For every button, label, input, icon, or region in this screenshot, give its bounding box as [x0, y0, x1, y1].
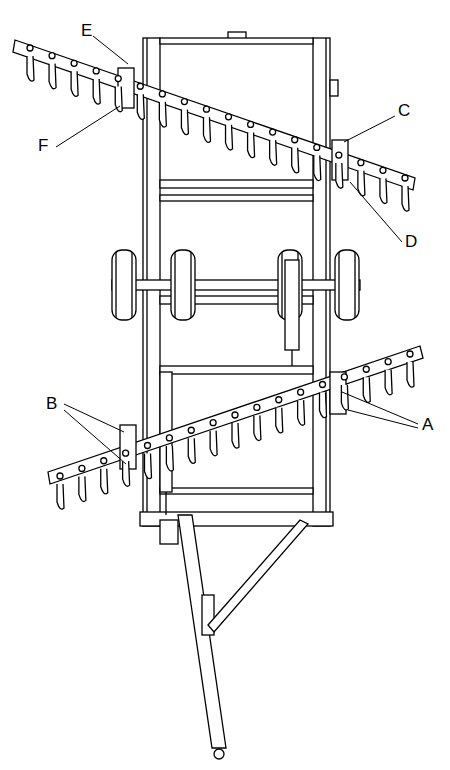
tine	[341, 385, 348, 410]
tine	[298, 400, 305, 425]
tine-coil	[232, 412, 238, 418]
tine-coil	[188, 427, 194, 433]
tine-coil	[407, 351, 413, 357]
tine-coil	[385, 359, 391, 365]
tine	[270, 140, 277, 165]
tine-coil	[93, 68, 99, 74]
tine-coil	[292, 137, 298, 143]
callout-letter: D	[404, 233, 418, 250]
tine	[79, 476, 86, 501]
tine-coil	[71, 60, 77, 66]
tine-coil	[358, 160, 364, 166]
tine-coil	[49, 53, 55, 59]
tine-coil	[402, 175, 408, 181]
tine-coil	[181, 99, 187, 105]
tine-coil	[57, 473, 63, 479]
tine	[49, 64, 56, 89]
tine-coil	[166, 435, 172, 441]
tine-coil	[115, 76, 121, 82]
callout-letter: F	[37, 137, 49, 154]
callout-letter: A	[421, 416, 434, 433]
tine	[254, 415, 261, 440]
tine-coil	[27, 45, 33, 51]
tine-coil	[159, 91, 165, 97]
tine-coil	[336, 152, 342, 158]
tine-coil	[320, 382, 326, 388]
tine	[123, 461, 130, 486]
tine-coil	[254, 404, 260, 410]
tine-coil	[137, 83, 143, 89]
tine	[210, 431, 217, 456]
tine-coil	[380, 167, 386, 173]
tine	[226, 125, 233, 150]
tine	[27, 56, 34, 81]
tine	[101, 469, 108, 494]
tine	[166, 446, 173, 471]
tine-coil	[270, 129, 276, 135]
tine	[232, 423, 239, 448]
tine	[292, 148, 299, 173]
tine	[137, 94, 144, 119]
tine	[385, 370, 392, 395]
tine	[363, 377, 370, 402]
tine-coil	[101, 458, 107, 464]
tine-coil	[203, 106, 209, 112]
tine-coil	[123, 450, 129, 456]
tine-coil	[276, 397, 282, 403]
tine	[93, 79, 100, 104]
tine	[159, 102, 166, 127]
tine	[314, 155, 321, 180]
tine-coil	[79, 465, 85, 471]
tine-coil	[210, 420, 216, 426]
tine	[336, 163, 343, 188]
tine-coil	[145, 443, 151, 449]
tine	[276, 408, 283, 433]
tine	[320, 393, 327, 418]
tine-coil	[298, 389, 304, 395]
tine-coil	[314, 144, 320, 150]
tine-coil	[363, 366, 369, 372]
tine	[203, 117, 210, 142]
callout-letter: B	[45, 395, 58, 412]
tine	[248, 132, 255, 157]
callout-letter: C	[397, 102, 411, 119]
tine	[145, 454, 152, 479]
tine	[402, 186, 409, 211]
tine	[380, 178, 387, 203]
tine-coil	[226, 114, 232, 120]
tine	[181, 110, 188, 135]
tine-coil	[341, 374, 347, 380]
callout-letter: E	[80, 22, 93, 39]
tine	[188, 438, 195, 463]
tine	[407, 362, 414, 387]
tine-coil	[248, 121, 254, 127]
tine	[71, 71, 78, 96]
tine	[57, 484, 64, 509]
